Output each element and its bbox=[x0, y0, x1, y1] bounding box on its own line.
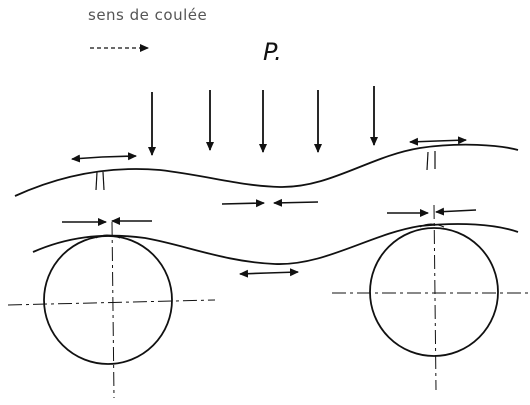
load-label: P. bbox=[263, 38, 282, 66]
right-roll bbox=[369, 227, 499, 357]
contact-mark bbox=[419, 223, 445, 228]
stress-arrow-tension bbox=[409, 137, 438, 146]
left-roll-centerline bbox=[111, 221, 115, 399]
upper-strip-surface bbox=[14, 143, 519, 197]
stress-arrow-tension bbox=[266, 268, 299, 277]
right-roll-centerline bbox=[433, 204, 437, 391]
left-roll-centerline bbox=[7, 299, 216, 306]
crack-mark bbox=[102, 171, 105, 191]
stress-arrow-compression bbox=[273, 198, 319, 207]
stress-arrow-tension bbox=[239, 269, 268, 278]
contact-mark bbox=[95, 234, 121, 239]
stress-arrow-tension bbox=[101, 152, 137, 161]
stress-arrow-tension bbox=[71, 154, 103, 163]
crack-mark bbox=[95, 171, 98, 191]
lower-strip-surface bbox=[32, 223, 519, 265]
left-roll bbox=[43, 235, 173, 365]
stress-arrow-compression bbox=[435, 207, 477, 216]
flow-direction-label: sens de coulée bbox=[88, 6, 208, 24]
stress-arrow-tension bbox=[436, 136, 467, 145]
crack-mark bbox=[426, 151, 429, 171]
stress-arrow-compression bbox=[221, 199, 265, 208]
